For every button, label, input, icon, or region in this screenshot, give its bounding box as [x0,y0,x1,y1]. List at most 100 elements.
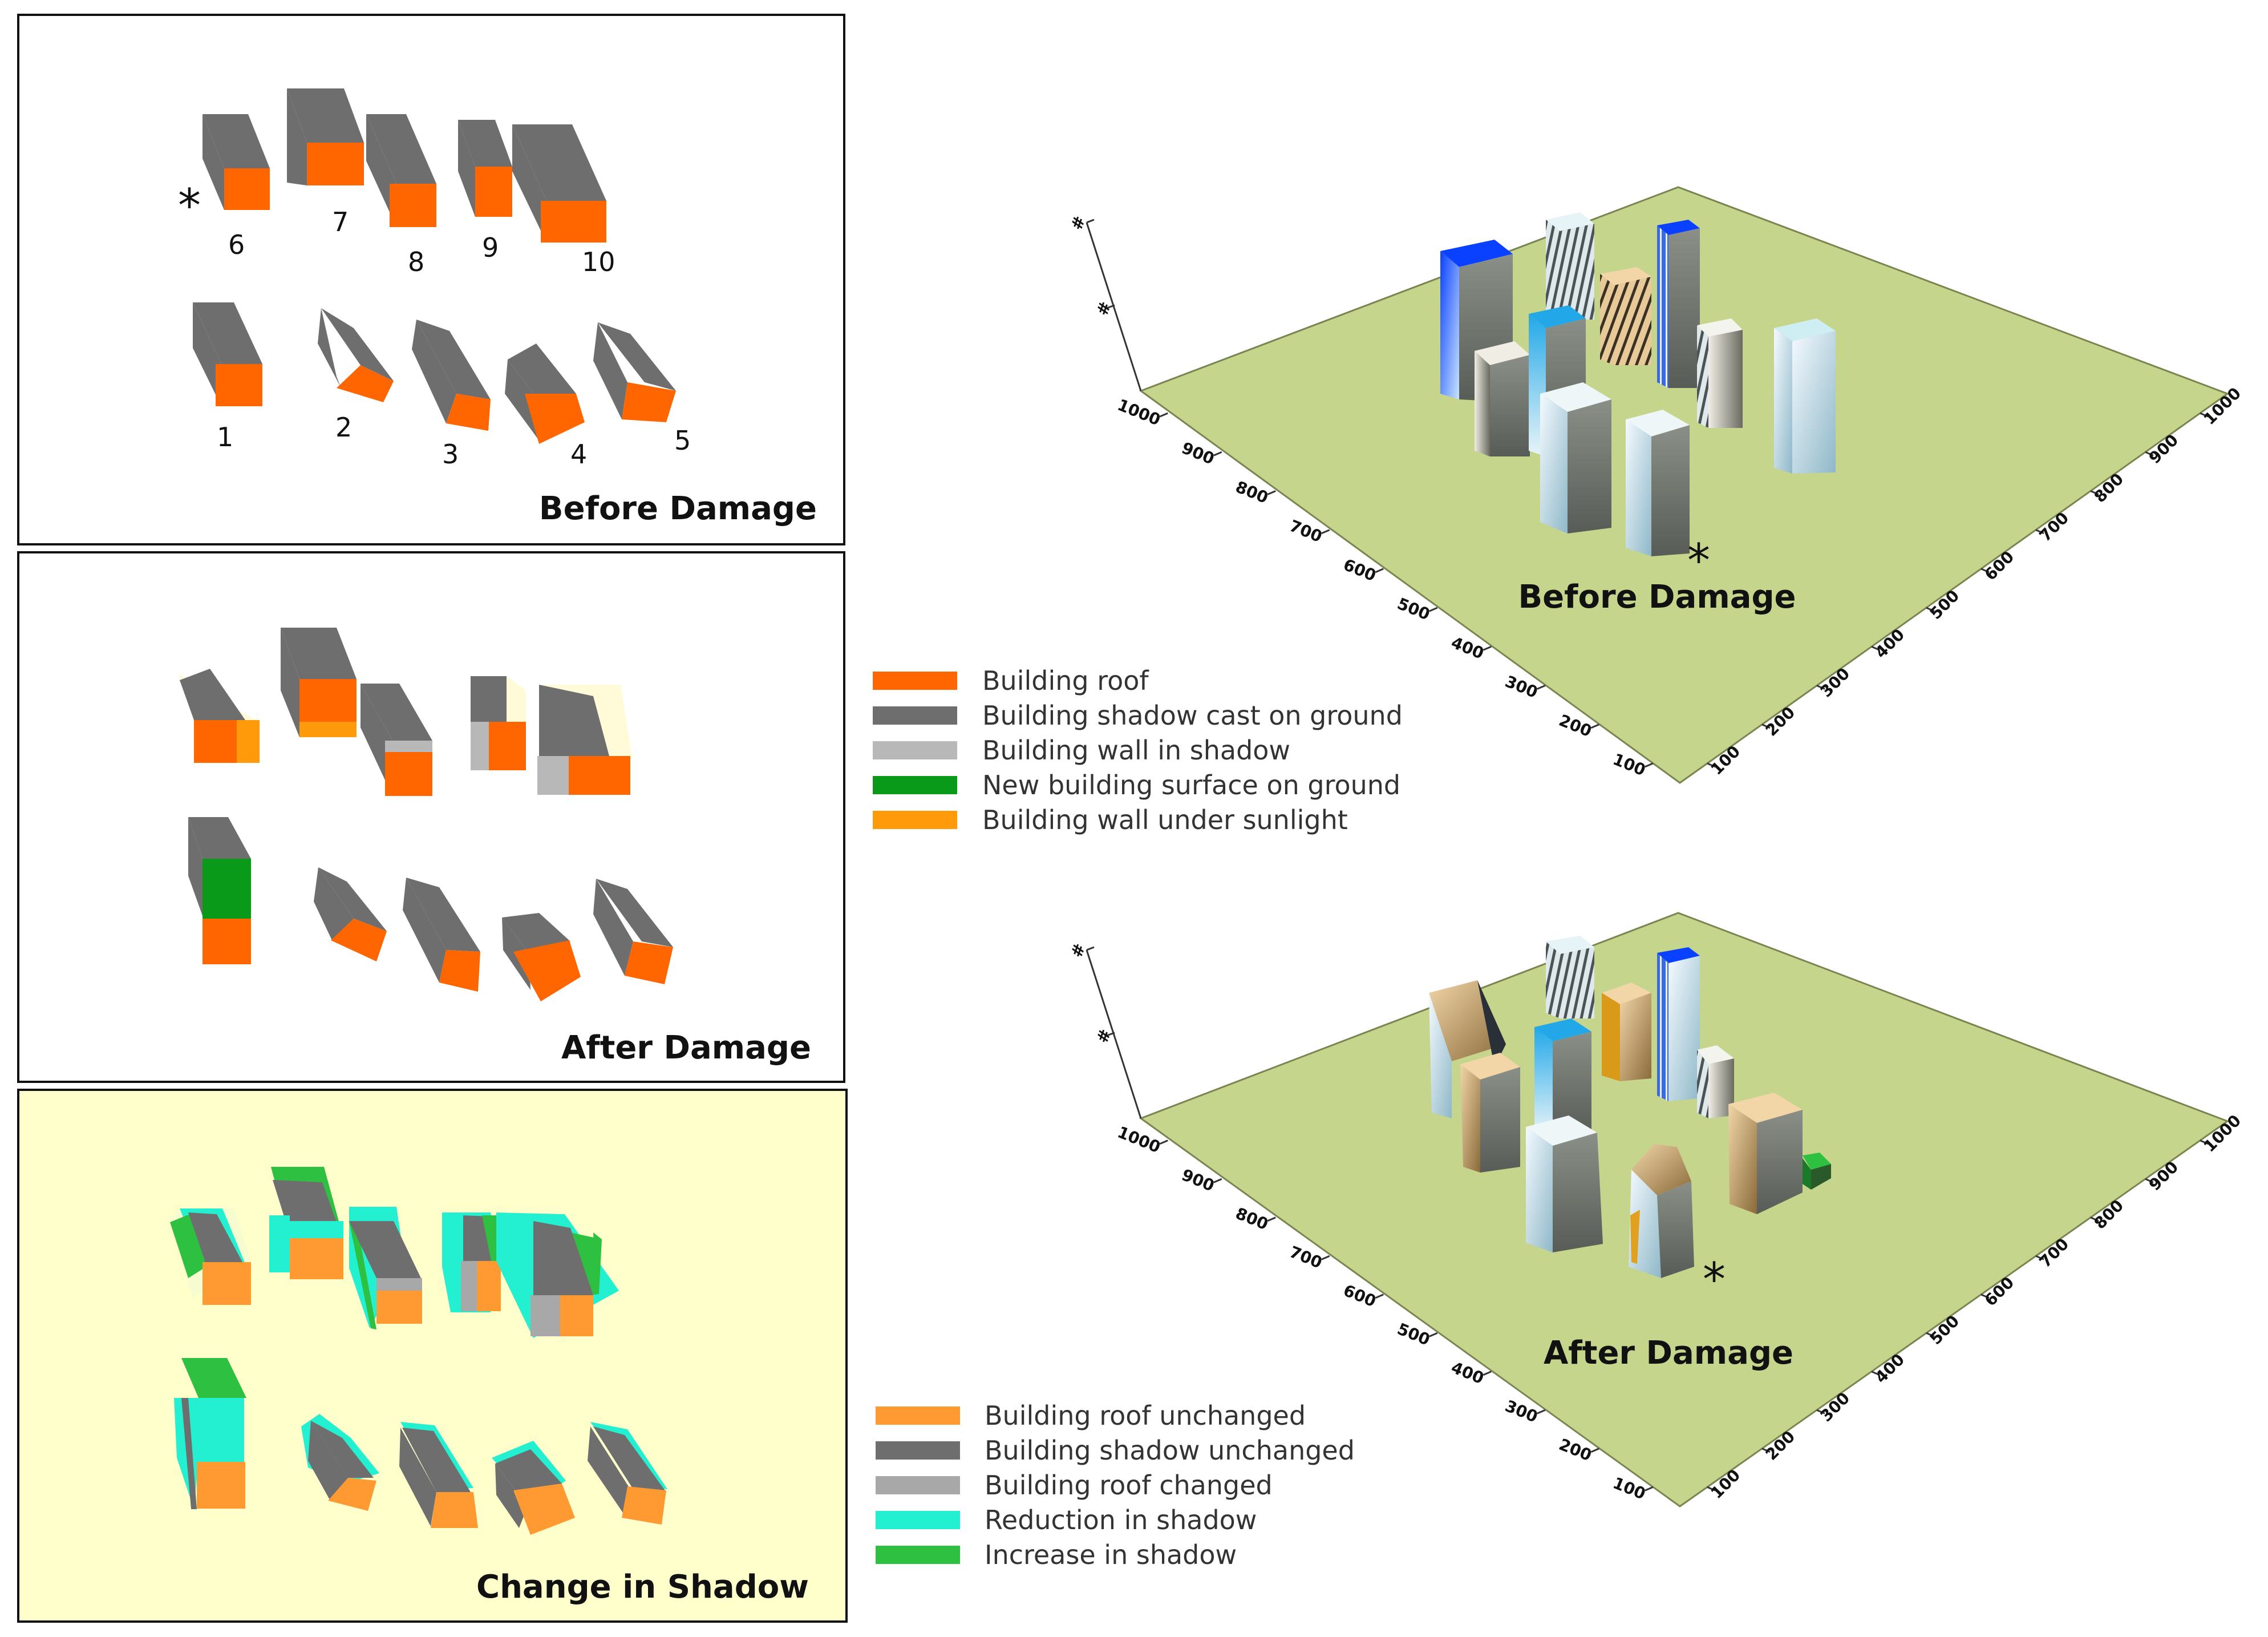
legend-label: Building shadow unchanged [985,1435,1355,1466]
axis-tick [2035,529,2044,535]
star-marker: * [178,179,201,232]
building-7 [269,1167,343,1279]
axis-tick [1871,1371,1880,1376]
axis-tick [1816,685,1825,690]
panel-caption: After Damage [561,1029,811,1066]
axis-tick [1483,645,1492,651]
axis-tick [1321,529,1330,535]
building-5 [593,322,676,422]
building-8 [366,114,436,227]
tower-sky [1534,1018,1591,1135]
scene-caption: After Damage [1544,1335,1793,1372]
building-4 [505,343,585,444]
building-2 [314,867,387,961]
axis-tick [1707,762,1716,768]
legend-swatch [873,706,957,725]
axis-tick [1159,1139,1168,1145]
number-label: 9 [482,232,499,263]
panel-caption: Before Damage [539,490,817,527]
legend-item: Building wall under sunlight [873,805,1348,835]
axis-tick [1213,451,1222,456]
axis-tick [1159,412,1168,418]
building-7 [281,628,357,737]
axis-tick [1761,1448,1771,1453]
tower-white-front [1526,1115,1603,1252]
axis-tick [2200,1139,2209,1145]
building-1 [188,817,251,964]
axis-tick [1375,568,1384,573]
legend-label: Reduction in shadow [985,1505,1257,1535]
building-9 [442,1212,501,1312]
legend-item: Building shadow unchanged [876,1435,1355,1466]
tower-tan-right [1728,1093,1803,1214]
axis-tick [1645,1486,1654,1492]
number-label: 7 [332,207,349,237]
legend-label: Building shadow cast on ground [982,700,1403,731]
tower-damaged-front-right [1629,1144,1694,1278]
legend-swatch [873,741,957,759]
rubble-green [1803,1153,1831,1190]
legend-item: Building roof unchanged [876,1400,1306,1431]
axis-tick [1267,1216,1276,1222]
axis-tick [1429,607,1438,612]
tower-pale-right [1774,318,1836,474]
legend-item: New building surface on ground [873,770,1400,801]
tower-tan [1600,267,1651,365]
legend-item: Building wall in shadow [873,735,1290,766]
axis-tick [1590,1448,1599,1453]
building-9 [458,120,512,217]
axis-tick [2035,1255,2044,1260]
building-10 [537,685,632,795]
axis-tick [2200,412,2209,418]
legend-label: Increase in shadow [985,1539,1237,1570]
number-label: 6 [228,229,245,260]
axis-tick [1761,723,1771,729]
panel-change-in-shadow: Change in Shadow [17,1089,848,1623]
tower-blue-slim [1657,947,1700,1101]
tower-striped [1546,936,1594,1018]
axis-tick [2145,451,2154,456]
legend-swatch [876,1441,960,1460]
tower-damaged-left [1429,980,1506,1118]
number-label: 5 [674,425,691,456]
legend-label: Building roof [982,665,1149,696]
tower-white-right [1697,1045,1734,1118]
building-3 [399,1422,478,1528]
building-2 [318,308,394,402]
number-label: 2 [335,412,352,443]
building-5 [588,1422,667,1525]
axis-tick [1871,645,1880,651]
panel-frame [17,14,845,545]
axis-tick [1429,1332,1438,1337]
legend-item: Reduction in shadow [876,1505,1257,1535]
building-2 [301,1414,379,1511]
axis-tick [1926,607,1935,612]
building-8 [361,684,432,796]
axis-tick [2145,1178,2154,1183]
axis-tick [1267,490,1276,495]
building-1 [193,302,262,406]
axis-tick [1537,685,1546,690]
building-numbers: 1 2 3 4 5 6 7 8 9 10 [217,207,691,470]
tower-white-front-right [1626,410,1690,556]
vertical-axis: # # [1067,941,1142,1119]
panel-before-damage: * 1 2 3 4 5 6 7 8 9 10 Before Damage [17,14,845,545]
scene-caption: Before Damage [1518,579,1796,616]
legend-label: Building wall in shadow [982,735,1290,766]
building-7 [287,88,364,185]
axis-tick [1816,1409,1825,1414]
number-label: 1 [217,422,233,452]
legend-swatch [873,776,957,794]
star-marker: * [1687,534,1710,587]
legend-bottom: Building roof unchanged Building shadow … [876,1400,1355,1570]
tower-stone-left [1475,341,1530,456]
legend-label: Building wall under sunlight [982,805,1348,835]
star-marker: * [1703,1253,1726,1306]
legend-swatch [876,1511,960,1529]
building-1 [174,1358,246,1509]
panel-after-damage: After Damage [17,551,845,1083]
axis-tick [1213,1178,1222,1183]
axis-tick [2090,490,2099,495]
building-3 [412,320,491,431]
